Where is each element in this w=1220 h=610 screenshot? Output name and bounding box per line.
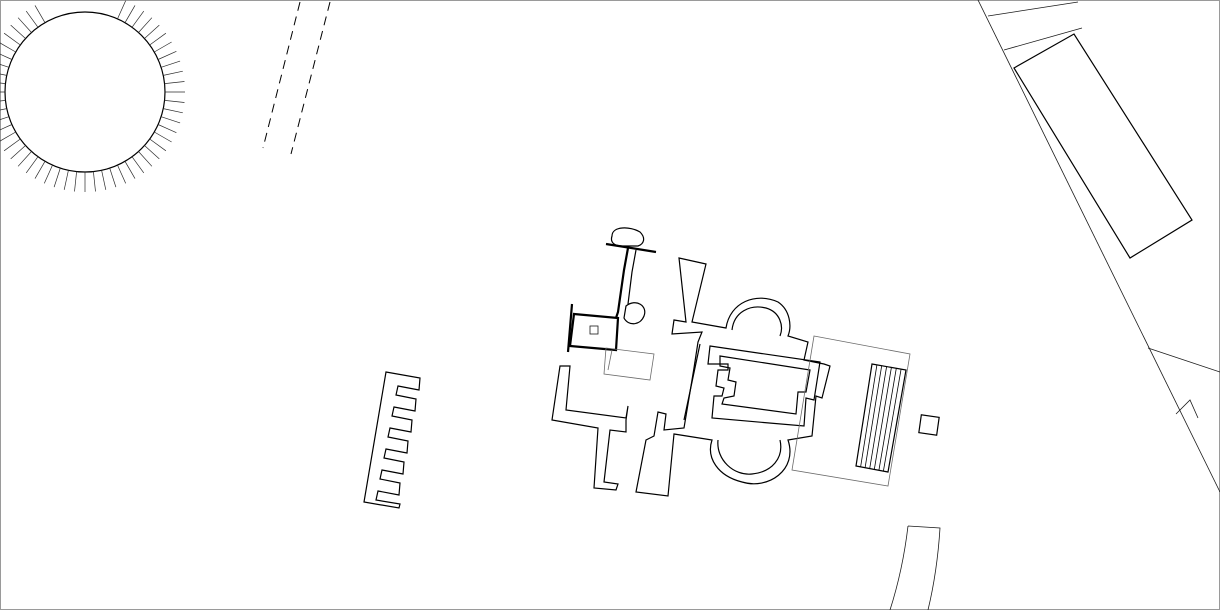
small-excavated-complex[interactable] <box>566 227 657 381</box>
complex-annex-room <box>603 347 655 381</box>
stair-tread-line <box>878 368 897 471</box>
complex-top-wall <box>605 242 657 254</box>
amphitheatre-seat-line <box>163 70 183 76</box>
road-edge-stub-1 <box>987 1 1079 17</box>
amphitheatre-seat-line <box>0 124 13 131</box>
amphitheatre-seat-line <box>0 131 16 142</box>
comb-shaped-building[interactable] <box>363 371 421 509</box>
amphitheatre-seating-radials <box>0 0 185 192</box>
stair-tread-line <box>869 366 887 469</box>
amphitheatre-seat-line <box>0 42 16 53</box>
dashed-path-lines <box>262 1 331 155</box>
amphitheatre-seat-line <box>25 10 39 28</box>
amphitheatre-seat-line <box>164 100 185 103</box>
road-edge-stub-2 <box>1003 27 1083 51</box>
complex-apse-top <box>610 227 645 247</box>
amphitheatre-seat-line <box>3 32 21 46</box>
amphitheatre-seat-line <box>138 151 153 167</box>
amphitheatre-seat-line <box>160 116 181 124</box>
amphitheatre-seat-line <box>149 138 167 152</box>
amphitheatre-seat-line <box>0 100 6 102</box>
road-edge-stub-3 <box>1147 347 1220 373</box>
amphitheatre-seat-line <box>93 171 96 192</box>
stair-tread-line <box>873 367 892 470</box>
stair-tread-line <box>860 364 878 467</box>
amphitheatre-seat-line <box>154 131 172 143</box>
amphitheatre-seat-line <box>63 170 69 190</box>
complex-corridor-right <box>627 249 637 305</box>
east-portico-with-steps[interactable] <box>791 335 911 487</box>
amphitheatre-seat-line <box>43 164 53 184</box>
basilica-north-apse-inner <box>731 306 783 337</box>
dashed-line-right <box>290 1 331 155</box>
complex-round-room <box>623 302 646 325</box>
amphitheatre-seat-line <box>0 64 10 68</box>
amphitheatre-seat-line <box>164 81 185 84</box>
amphitheatre-seat-line <box>25 156 39 174</box>
basilica-outer-wall <box>635 257 831 497</box>
complex-west-wall <box>566 303 574 353</box>
complex-central-feature <box>589 325 599 335</box>
basilica-complex[interactable] <box>635 257 831 497</box>
amphitheatre-seat-line <box>154 41 172 53</box>
complex-annex-divider <box>607 349 613 371</box>
amphitheatre-seat-line <box>17 17 32 33</box>
amphitheatre-seat-line <box>101 170 107 190</box>
basilica-inner-hall <box>719 355 811 415</box>
amphitheatre-seat-line <box>157 50 177 60</box>
circular-amphitheatre[interactable] <box>0 0 185 192</box>
amphitheatre-seat-line <box>10 145 26 160</box>
road-edge-stub-4 <box>1175 399 1199 419</box>
amphitheatre-seat-line <box>157 124 177 134</box>
amphitheatre-seat-line <box>0 108 7 111</box>
amphitheatre-seat-line <box>124 5 136 23</box>
amphitheatre-seat-line <box>0 82 6 84</box>
amphitheatre-seat-line <box>160 60 181 68</box>
amphitheatre-seat-line <box>149 32 167 46</box>
portico-stair-treads <box>860 364 902 472</box>
amphitheatre-seat-line <box>34 161 46 179</box>
amphitheatre-seat-line <box>144 24 160 39</box>
amphitheatre-seat-line <box>117 164 127 184</box>
small-square-structure[interactable] <box>918 414 940 436</box>
road-edge-lines <box>977 0 1220 493</box>
amphitheatre-seat-line <box>124 161 136 179</box>
amphitheatre-seat-line <box>138 17 153 33</box>
amphitheatre-seat-line <box>0 53 13 60</box>
amphitheatre-seat-line <box>109 167 117 188</box>
amphitheatre-seat-line <box>34 5 46 23</box>
amphitheatre-seat-line <box>10 24 26 39</box>
amphitheatre-seat-line <box>0 116 10 120</box>
basilica-north-aisle <box>683 343 701 421</box>
complex-corridor-left <box>614 247 630 319</box>
long-rectangular-building[interactable] <box>1013 33 1193 259</box>
stair-tread-line <box>883 369 902 472</box>
stair-tread-line <box>864 365 883 468</box>
curved-path-bottom <box>889 525 941 610</box>
basilica-nave <box>707 345 821 427</box>
amphitheatre-seat-line <box>144 145 160 160</box>
amphitheatre-seat-line <box>131 10 145 28</box>
basilica-south-apse-inner <box>717 439 782 475</box>
amphitheatre-inner-ring <box>4 11 166 173</box>
amphitheatre-seat-line <box>3 138 21 152</box>
amphitheatre-seat-line <box>131 156 145 174</box>
portico-enclosure <box>791 335 911 487</box>
amphitheatre-seat-line <box>163 108 183 114</box>
dashed-line-left <box>262 1 301 149</box>
amphitheatre-seat-line <box>53 167 61 188</box>
amphitheatre-seat-line <box>74 171 77 192</box>
complex-main-room <box>568 312 620 352</box>
west-wing-wall[interactable] <box>551 365 629 491</box>
portico-stair-block <box>855 363 907 473</box>
amphitheatre-seat-line <box>117 0 127 20</box>
amphitheatre-seat-line <box>17 151 32 167</box>
amphitheatre-seat-line <box>0 73 7 76</box>
